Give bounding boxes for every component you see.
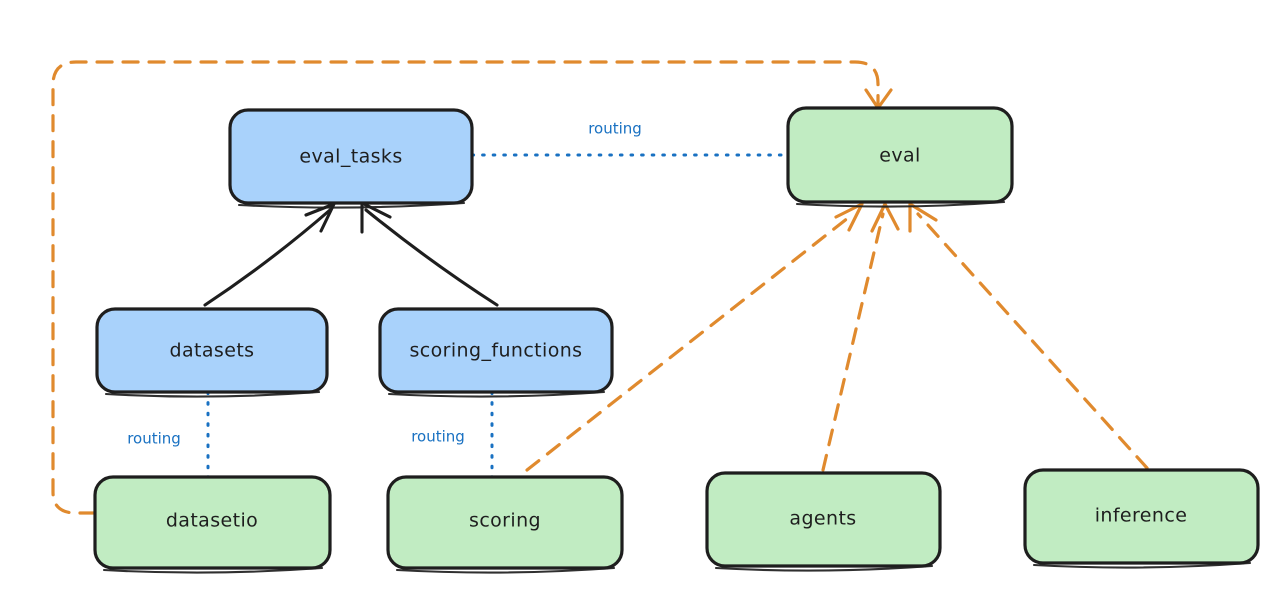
edge-scoring-eval [525,202,864,472]
edge-inference-eval [908,202,1149,470]
edge-layer: routing routing routing [51,60,1149,515]
node-scoring-label: scoring [469,510,541,532]
node-datasetio-shape[interactable] [93,475,332,570]
node-eval-tasks-sketch-line [237,201,466,209]
node-datasetio-label: datasetio [166,510,258,532]
edge-eval-tasks-eval: routing [470,120,790,157]
node-scoring-functions[interactable]: scoring_functions [378,307,614,398]
edge-agents-eval-path [821,212,885,472]
edge-agents-eval-arrowhead [870,202,900,233]
node-scoring-functions-label: scoring_functions [410,340,583,362]
edge-scoring-functions-eval-tasks-path [364,208,499,307]
edge-datasets-eval-tasks-path [203,208,332,307]
node-datasetio[interactable]: datasetio [93,475,332,574]
node-scoring-sketch-line [395,566,616,574]
node-scoring-functions-sketch-line [387,390,606,398]
node-inference[interactable]: inference [1023,468,1260,569]
node-inference-sketch-line [1032,561,1252,569]
node-scoring-functions-shape[interactable] [378,307,614,394]
node-agents-sketch-line [714,564,934,572]
edge-scoring-functions-eval-tasks [360,201,499,307]
node-datasetio-sketch-line [102,566,324,574]
node-datasets-label: datasets [170,340,255,362]
node-eval-tasks-label: eval_tasks [299,146,402,168]
node-layer: eval_tasks eval datasets scoring_functio… [93,106,1260,574]
edge-datasetio-eval-path [51,60,880,515]
node-eval-tasks[interactable]: eval_tasks [228,108,474,209]
edge-label-routing-scoring-functions: routing [411,428,465,446]
node-datasets-shape[interactable] [95,307,329,394]
node-eval-shape[interactable] [786,106,1014,204]
node-scoring[interactable]: scoring [386,475,624,574]
node-agents[interactable]: agents [705,471,942,572]
edge-agents-eval [821,202,900,472]
node-scoring-shape[interactable] [386,475,624,570]
edge-label-routing-eval-tasks: routing [588,120,642,138]
node-eval-sketch-line [795,200,1006,208]
edge-scoring-eval-arrowhead [834,202,864,232]
edge-scoring-eval-path [525,212,855,472]
edge-inference-eval-arrowhead [908,202,938,233]
node-eval-label: eval [879,145,920,167]
edge-inference-eval-path [916,212,1149,470]
node-inference-label: inference [1095,505,1188,527]
node-eval[interactable]: eval [786,106,1014,208]
node-agents-shape[interactable] [705,471,942,568]
edge-datasets-datasetio: routing [127,390,210,479]
node-datasets-sketch-line [104,390,321,398]
node-eval-tasks-shape[interactable] [228,108,474,205]
edge-scoring-functions-scoring: routing [411,390,494,479]
edge-datasets-eval-tasks [203,202,336,307]
node-inference-shape[interactable] [1023,468,1260,565]
edge-label-routing-datasets: routing [127,430,181,448]
node-datasets[interactable]: datasets [95,307,329,398]
node-agents-label: agents [789,508,856,530]
